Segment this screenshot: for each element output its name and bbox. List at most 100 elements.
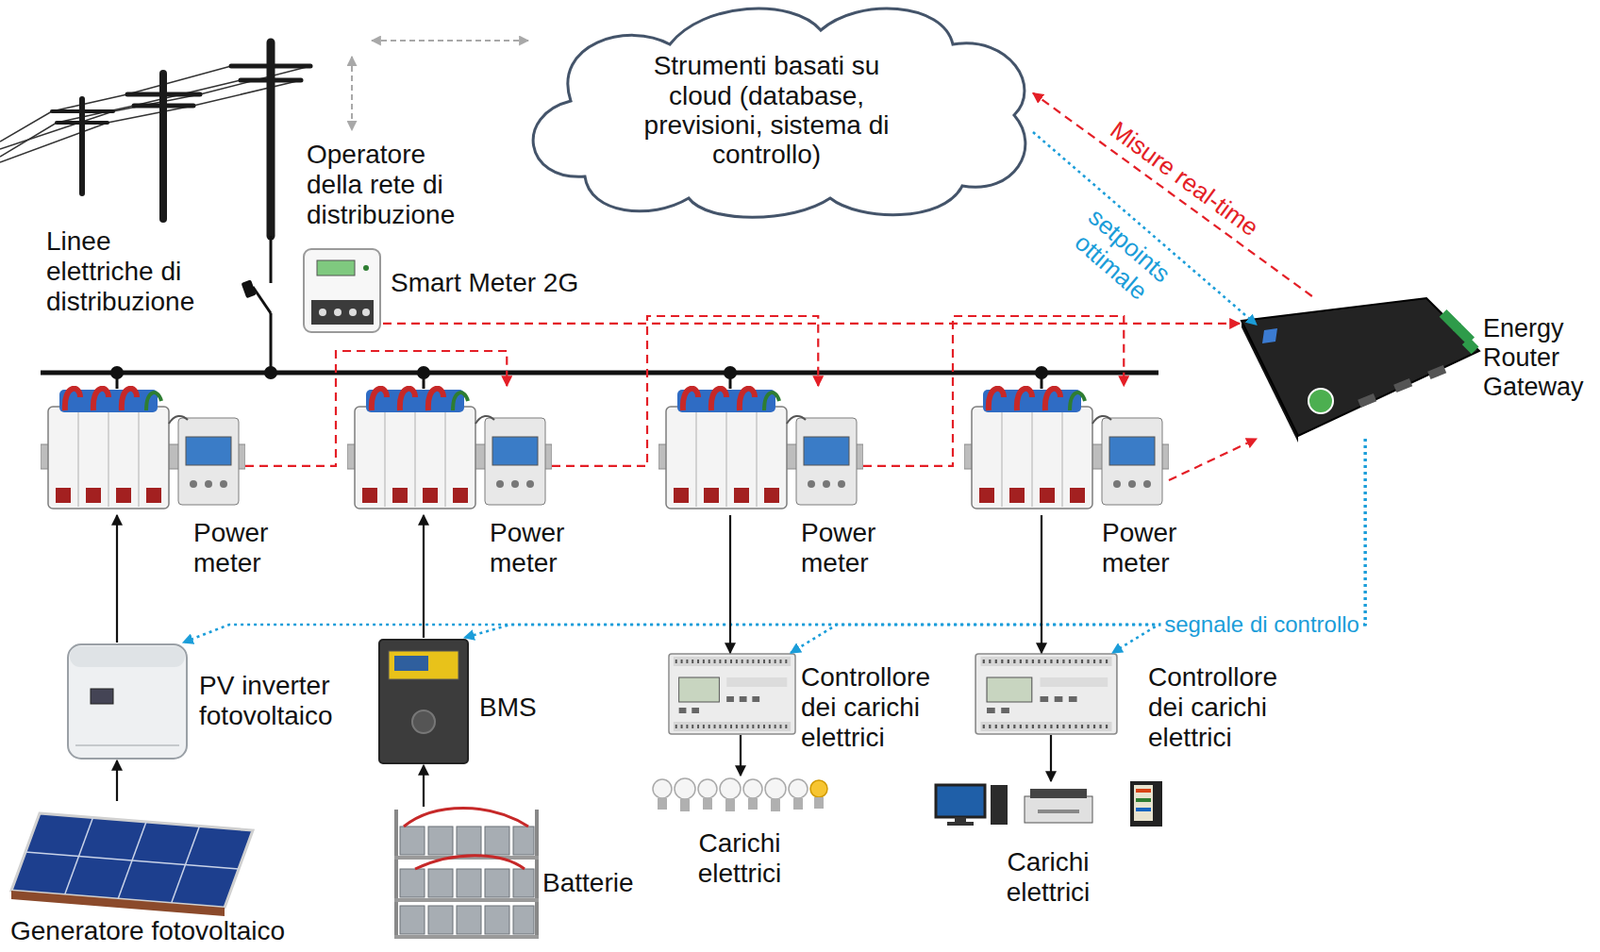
pv-inverter-device — [90, 688, 114, 704]
cloud-node: Strumenti basati su cloud (database, pre… — [500, 1, 1034, 219]
gateway-device — [1241, 298, 1480, 436]
distribution-poles — [0, 80, 241, 157]
power-meter-device — [40, 388, 1169, 509]
battery-rack — [484, 826, 510, 855]
busbar — [264, 366, 278, 380]
lamp-loads — [814, 797, 824, 809]
battery-rack — [456, 826, 482, 855]
grid-feeder — [252, 286, 271, 314]
bms-node: BMS — [377, 637, 470, 766]
lamp-loads — [680, 799, 690, 812]
node-label: Energy Router Gateway — [1483, 314, 1597, 402]
gateway-device — [1241, 298, 1480, 443]
battery-rack — [428, 905, 453, 934]
grid-feeder — [269, 235, 273, 284]
smart-meter-device — [349, 308, 357, 317]
battery-rack — [456, 868, 482, 898]
battery-rack — [428, 868, 453, 898]
node-label: Strumenti basati su cloud (database, pre… — [620, 50, 914, 169]
node-label: Carichi elettrici — [678, 828, 801, 889]
lamp-loads — [719, 778, 741, 800]
connector-label: Misure real-time — [1104, 116, 1264, 243]
pv-panel-device — [11, 890, 225, 917]
battery-rack — [513, 905, 534, 934]
lamp-loads — [657, 797, 824, 812]
office-loads — [1135, 807, 1151, 812]
busbar — [116, 372, 1042, 389]
smart-meter-device — [303, 249, 381, 333]
distribution-poles — [51, 109, 114, 114]
power-meter-device — [40, 388, 246, 509]
smart-meter-device — [316, 260, 355, 276]
grid-feeder — [241, 235, 271, 373]
load-controller-device — [668, 653, 796, 734]
lamp-loads — [657, 798, 667, 810]
battery-rack — [484, 868, 510, 898]
distribution-poles — [0, 42, 311, 236]
lamp-loads — [652, 779, 672, 799]
grey-dashed-arrow — [371, 39, 529, 42]
power-meter-device — [347, 388, 552, 509]
grey-dashed-arrow — [350, 56, 353, 131]
distribution-poles — [0, 80, 301, 163]
node-label: PV inverter fotovoltaico — [199, 670, 365, 732]
load-node: Carichi elettrici — [933, 781, 1164, 827]
gateway-device — [1462, 337, 1480, 355]
distribution-poles — [0, 66, 311, 163]
battery-rack — [400, 868, 425, 898]
signal-connector — [464, 438, 1366, 638]
power-meter-node: Power meter — [964, 385, 1169, 516]
node-label: Controllore dei carichi elettrici — [1148, 662, 1304, 754]
office-loads — [1037, 809, 1080, 814]
bms-device — [388, 650, 459, 680]
office-loads — [1133, 784, 1153, 821]
lamp-loads — [770, 799, 781, 812]
power-connector — [1050, 734, 1052, 782]
bms-device — [394, 655, 429, 671]
smart-meter-device — [363, 265, 369, 271]
battery-rack — [513, 868, 534, 898]
power-connector — [422, 765, 425, 807]
grid-feeder — [241, 279, 257, 299]
smart-meter-device — [333, 308, 342, 317]
busbar — [110, 366, 124, 380]
gateway-device — [1357, 365, 1447, 408]
power-connector — [1040, 515, 1043, 653]
battery-rack — [400, 826, 534, 934]
battery-node: Batterie — [392, 806, 541, 939]
node-label: Power meter — [193, 517, 317, 579]
pv-inverter-device — [67, 644, 187, 759]
power-meter-node: Power meter — [658, 385, 864, 516]
pv-panel-device — [11, 813, 253, 917]
office-loads — [935, 781, 1163, 827]
grid-feeder — [269, 313, 273, 373]
battery-rack — [394, 808, 539, 940]
distribution-poles — [127, 92, 200, 98]
busbar — [416, 366, 431, 380]
lamp-loads — [743, 779, 763, 799]
battery-rack — [534, 809, 539, 939]
lamp-loads — [748, 798, 758, 810]
annotation-label: Operatore della rete di distribuzione — [306, 139, 467, 232]
gateway-device — [1357, 393, 1377, 408]
signal-connector — [245, 350, 507, 467]
office-loads — [1135, 798, 1151, 802]
signal-connector — [863, 316, 1124, 467]
smart-meter-device — [318, 308, 327, 317]
battery-rack — [513, 826, 534, 855]
gateway-node: Energy Router Gateway — [1239, 296, 1482, 439]
power-connector — [422, 515, 425, 638]
battery-rack — [456, 905, 482, 934]
node-label: Smart Meter 2G — [390, 267, 579, 299]
pv-inverter-device — [75, 744, 180, 747]
pv-inverter-device — [69, 646, 185, 667]
gateway-device — [1393, 378, 1413, 393]
node-label: Power meter — [800, 517, 924, 579]
distribution-poles — [266, 42, 276, 236]
office-loads — [990, 784, 1008, 825]
distribution-poles — [51, 42, 311, 236]
lamp-loads — [698, 779, 717, 799]
node-label: BMS — [479, 692, 537, 723]
battery-rack — [394, 898, 539, 902]
